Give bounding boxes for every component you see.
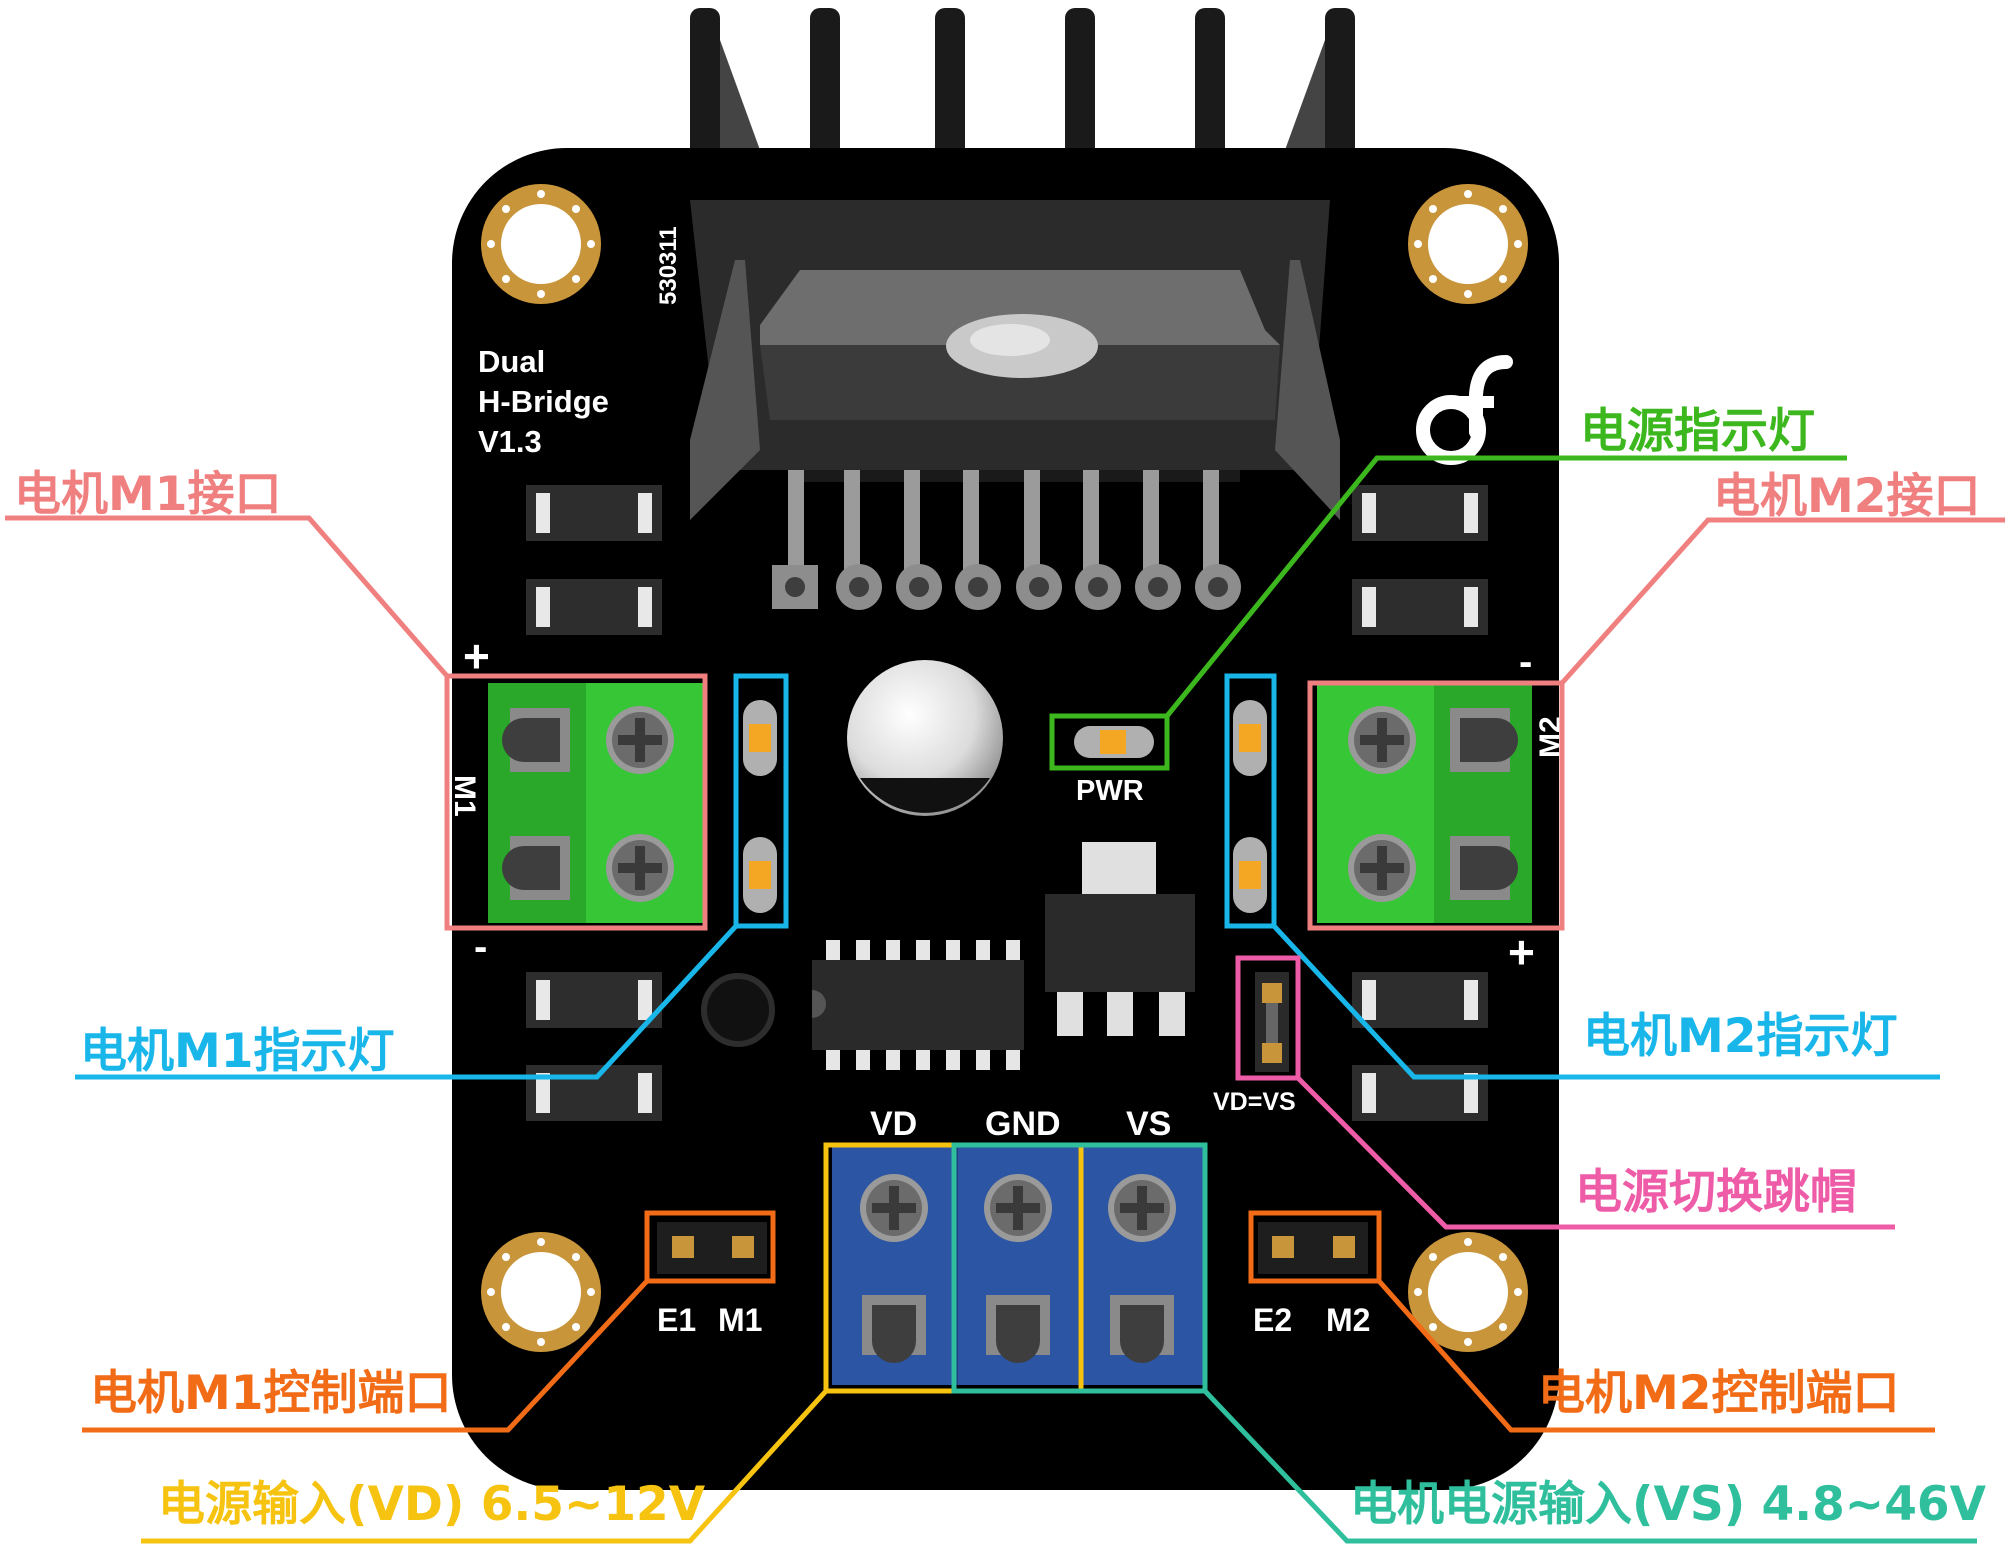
power-jumper [1255,972,1289,1072]
label-m2-control: 电机M2控制端口 [1538,1366,1899,1421]
mounting-hole-top-right [1408,184,1528,304]
label-m1-control: 电机M1控制端口 [90,1366,451,1421]
m1-terminal [488,683,703,923]
callout-power-led [1049,455,1847,771]
diode [526,485,662,541]
l298n-chip [690,200,1340,520]
m1-minus-label: - [474,925,487,969]
m2-terminal [1317,683,1532,923]
callout-m1-control [82,1210,776,1433]
label-motor-power-vs: 电机电源输入(VS) 4.8~46V [1350,1477,1987,1532]
via-hole [701,973,775,1047]
callout-m1-port [5,515,708,931]
vs-label: VS [1126,1105,1171,1143]
m2-control-header [1258,1222,1368,1274]
label-m1-port: 电机M1接口 [14,467,281,522]
l298n-board: Dual H-Bridge V1.3 530311 [448,8,1567,1490]
diode [1352,485,1488,541]
power-led [1074,726,1154,758]
callout-m1-led [75,673,789,1080]
m1-control-header [657,1222,767,1274]
m1-led-2 [743,837,777,913]
diode [526,1065,662,1121]
callout-m2-control [1248,1210,1935,1433]
e1-label: E1 [657,1302,696,1338]
m1-led-1 [743,700,777,776]
label-power-led: 电源指示灯 [1580,404,1815,459]
diode [1352,579,1488,635]
label-m2-led: 电机M2指示灯 [1583,1009,1897,1064]
label-m1-led: 电机M1指示灯 [80,1024,394,1079]
label-m2-port: 电机M2接口 [1713,469,1980,524]
m2-led-2 [1233,837,1267,913]
diode [526,972,662,1028]
jumper-label: VD=VS [1213,1088,1296,1116]
gnd-label: GND [985,1105,1061,1143]
e2-label: E2 [1253,1302,1292,1338]
mounting-hole-bottom-left [481,1232,601,1352]
diode [1352,1065,1488,1121]
pcb [452,148,1559,1490]
voltage-regulator [1045,842,1195,1036]
board-title-line-3: V1.3 [478,424,542,459]
board-title-line-1: Dual [478,344,545,379]
m1-pin-label: M1 [718,1302,762,1338]
m2-minus-label: - [1519,640,1532,684]
power-terminal-block [832,1147,1204,1385]
callout-m2-led [1224,673,1940,1080]
callout-power-jumper [1235,955,1895,1230]
label-power-jumper: 电源切换跳帽 [1575,1165,1857,1220]
vd-label: VD [870,1105,917,1143]
board-title-line-2: H-Bridge [478,384,609,419]
callout-motor-power-vs [951,1142,1977,1544]
label-power-vd: 电源输入(VD) 6.5~12V [158,1477,706,1532]
m2-led-1 [1233,700,1267,776]
mounting-hole-top-left [481,184,601,304]
chip-legs [772,470,1241,610]
m1-terminal-label: M1 [448,775,481,817]
m2-plus-label: + [1508,926,1535,978]
m2-pin-label: M2 [1326,1302,1370,1338]
logic-ic [812,940,1024,1070]
pwr-label: PWR [1076,775,1144,807]
capacitor [847,660,1003,816]
board-serial: 530311 [655,226,682,305]
diode [1352,972,1488,1028]
m1-plus-label: + [463,630,490,682]
diode [526,579,662,635]
callout-m2-port [1307,517,2005,931]
